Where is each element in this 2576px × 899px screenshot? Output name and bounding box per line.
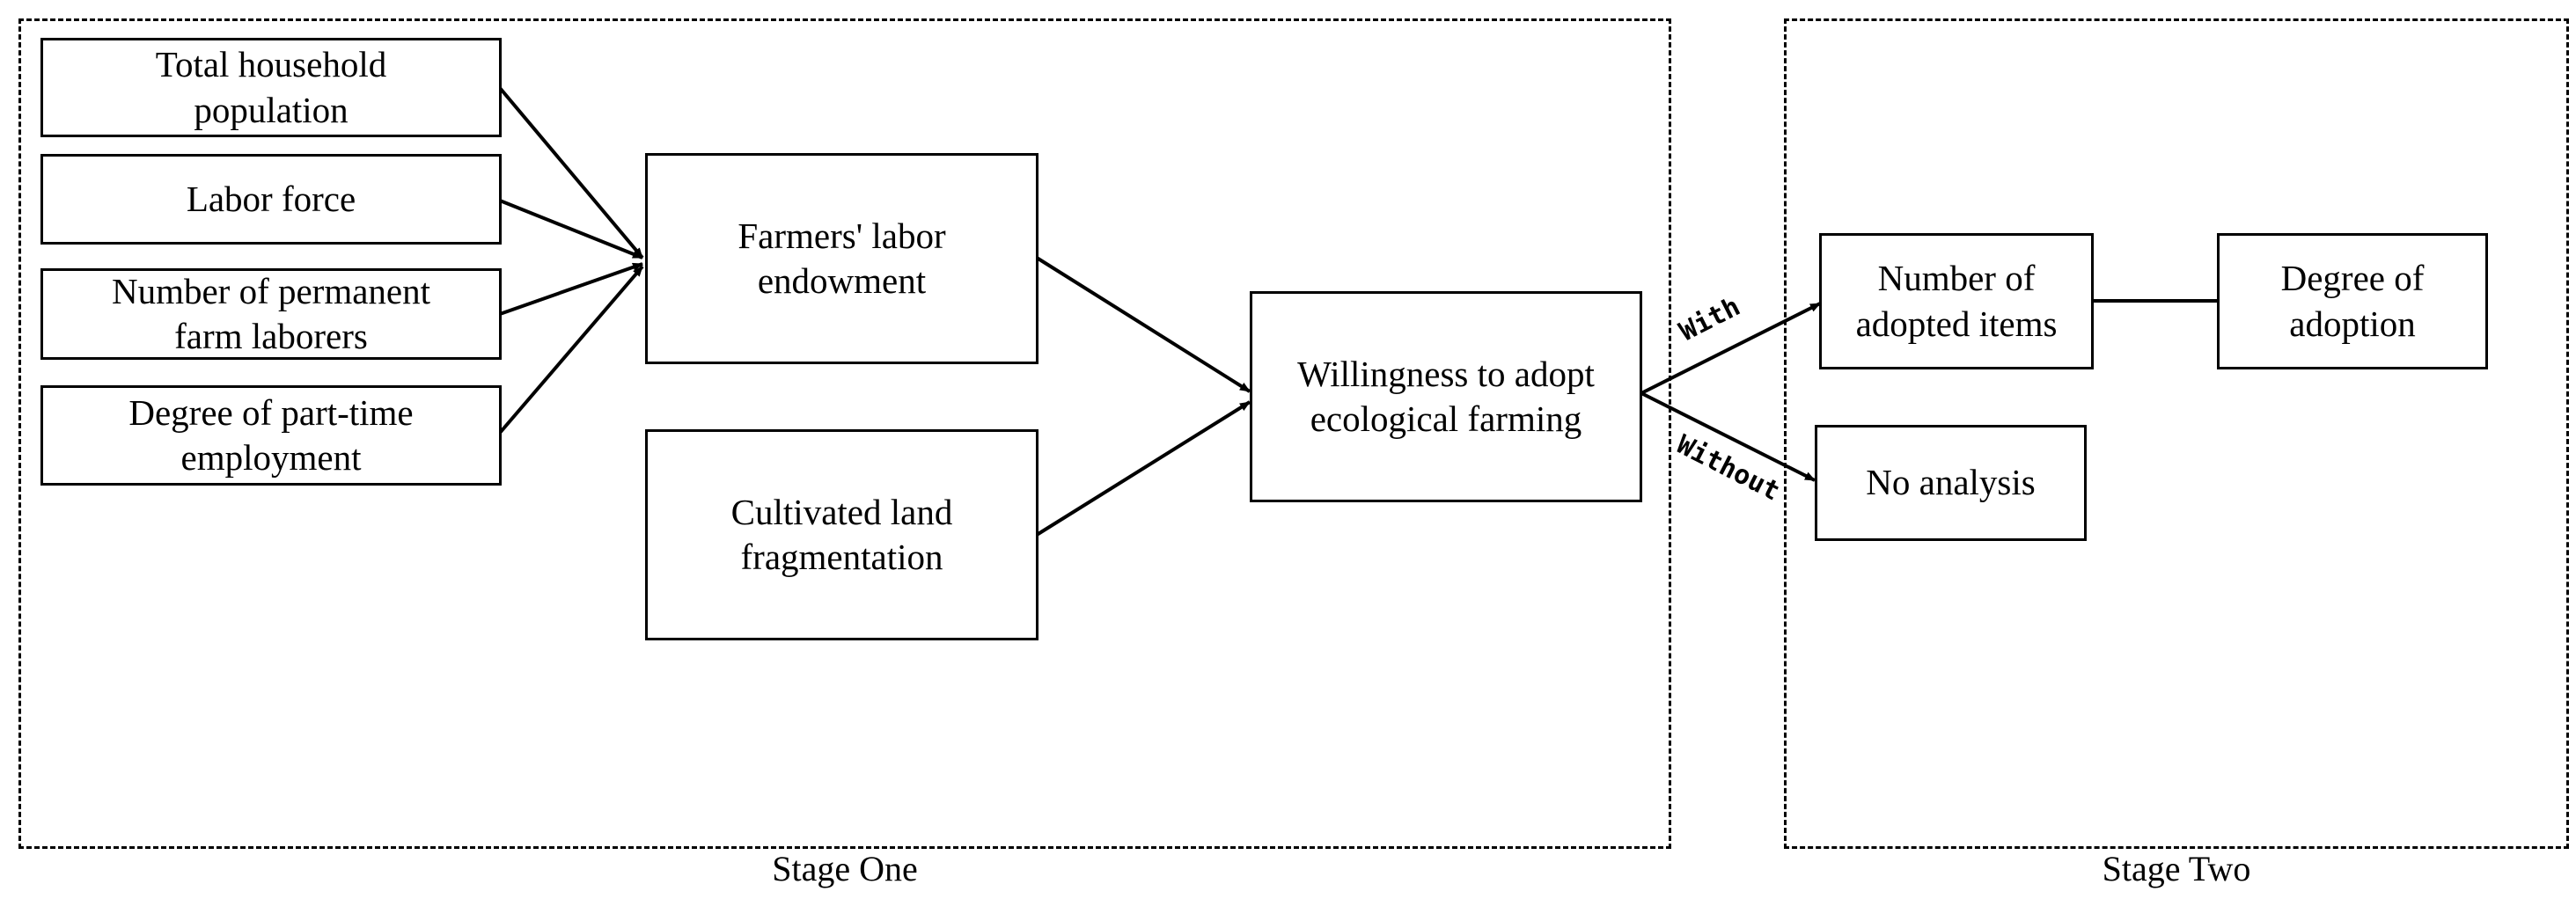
stage-two-label: Stage Two: [2102, 849, 2251, 888]
node-permanent-farm-laborers: Number of permanent farm laborers: [40, 268, 502, 360]
stage-one-label: Stage One: [772, 849, 918, 888]
node-willingness: Willingness to adopt ecological farming: [1250, 291, 1642, 502]
arrow-population-to-endowment: [498, 86, 644, 259]
arrow-fragmentation-to-willingness: [1035, 400, 1251, 537]
node-land-fragmentation: Cultivated land fragmentation: [645, 429, 1038, 640]
node-part-time-employment: Degree of part-time employment: [40, 385, 502, 486]
edge-label-with: With: [1675, 291, 1745, 347]
node-no-analysis: No analysis: [1815, 425, 2087, 541]
arrow-permanent-laborers-to-endowment: [499, 262, 643, 316]
arrow-endowment-to-willingness: [1035, 256, 1251, 393]
arrow-labor-force-to-endowment: [499, 199, 643, 259]
edge-label-without: Without: [1671, 429, 1785, 508]
node-labor-force: Labor force: [40, 154, 502, 245]
arrow-part-time-to-endowment: [498, 265, 644, 435]
node-labor-endowment: Farmers' labor endowment: [645, 153, 1038, 364]
stage-two-frame: [1784, 18, 2569, 849]
node-adopted-items: Number of adopted items: [1819, 233, 2094, 369]
node-degree-of-adoption: Degree of adoption: [2217, 233, 2488, 369]
stage-one-frame: [18, 18, 1671, 849]
node-total-household-population: Total household population: [40, 38, 502, 137]
